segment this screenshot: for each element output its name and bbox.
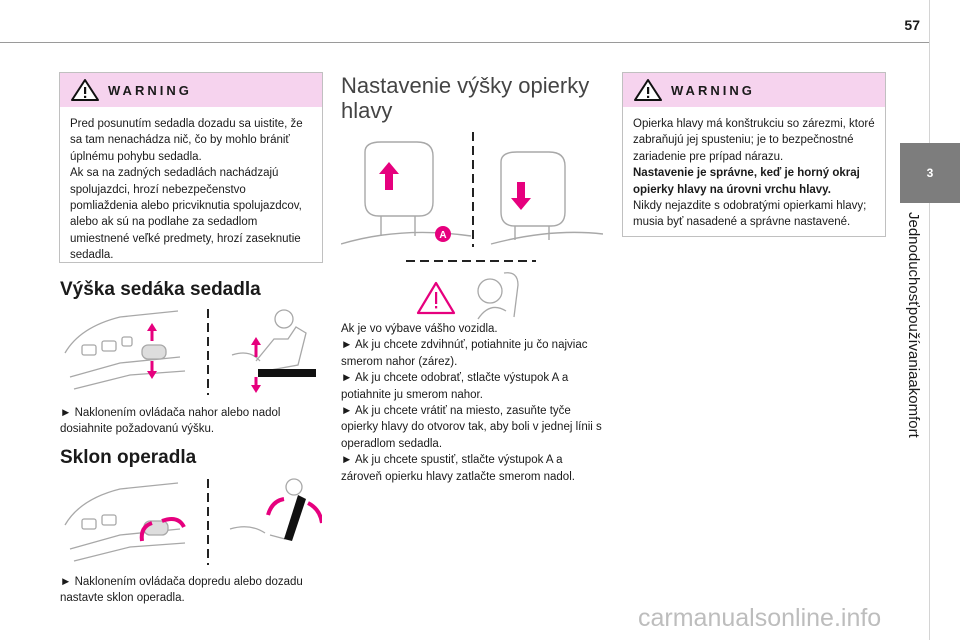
- headrest-illustration: A: [341, 132, 603, 247]
- warning-text-bold: Nastavenie je správne, keď je horný okra…: [633, 167, 860, 196]
- warning-body: Pred posunutím sedadla dozadu sa uistite…: [60, 107, 322, 273]
- backrest-instruction: ► Naklonením ovládača dopredu alebo doza…: [60, 576, 303, 605]
- chapter-tab[interactable]: 3: [900, 143, 960, 203]
- warning-icon: [71, 79, 99, 101]
- side-rule: [929, 0, 930, 640]
- warning-text: Pred posunutím sedadla dozadu sa uistite…: [70, 118, 303, 163]
- warning-text: Opierka hlavy má konštrukciu so zárezmi,…: [633, 118, 875, 163]
- headrest-instructions: Ak je vo výbave vášho vozidla. ► Ak ju c…: [341, 323, 602, 483]
- warning-header: WARNING: [623, 73, 885, 107]
- backrest-illustration: [64, 478, 322, 565]
- header-rule: [0, 42, 930, 43]
- section-heading-backrest: Sklon operadla: [60, 447, 197, 468]
- seat-height-instruction: ► Naklonením ovládača nahor alebo nadol …: [60, 407, 281, 436]
- section-heading-headrest: Nastavenie výšky opierky hlavy: [341, 73, 590, 123]
- warning-title: WARNING: [671, 82, 755, 98]
- section-heading-seat-height: Výška sedáka sedadla: [60, 279, 261, 300]
- warning-icon: [634, 79, 662, 101]
- page-number: 57: [904, 17, 920, 33]
- seat-height-illustration: [64, 309, 316, 395]
- warning-header: WARNING: [60, 73, 322, 107]
- warning-title: WARNING: [108, 82, 192, 98]
- warning-text: Ak sa na zadných sedadlách nachádzajú sp…: [70, 167, 302, 262]
- warning-box-left: WARNING Pred posunutím sedadla dozadu sa…: [59, 72, 323, 263]
- warning-box-right: WARNING Opierka hlavy má konštrukciu so …: [622, 72, 886, 237]
- chapter-title: Jednoduchosťpoužívaniaakomfort: [905, 212, 922, 438]
- watermark: carmanualsonline.info: [638, 604, 882, 632]
- warning-body: Opierka hlavy má konštrukciu so zárezmi,…: [623, 107, 885, 240]
- label-a: A: [439, 230, 446, 241]
- headrest-warning-illustration: [406, 260, 536, 320]
- warning-text: Nikdy nejazdite s odobratými opierkami h…: [633, 200, 867, 229]
